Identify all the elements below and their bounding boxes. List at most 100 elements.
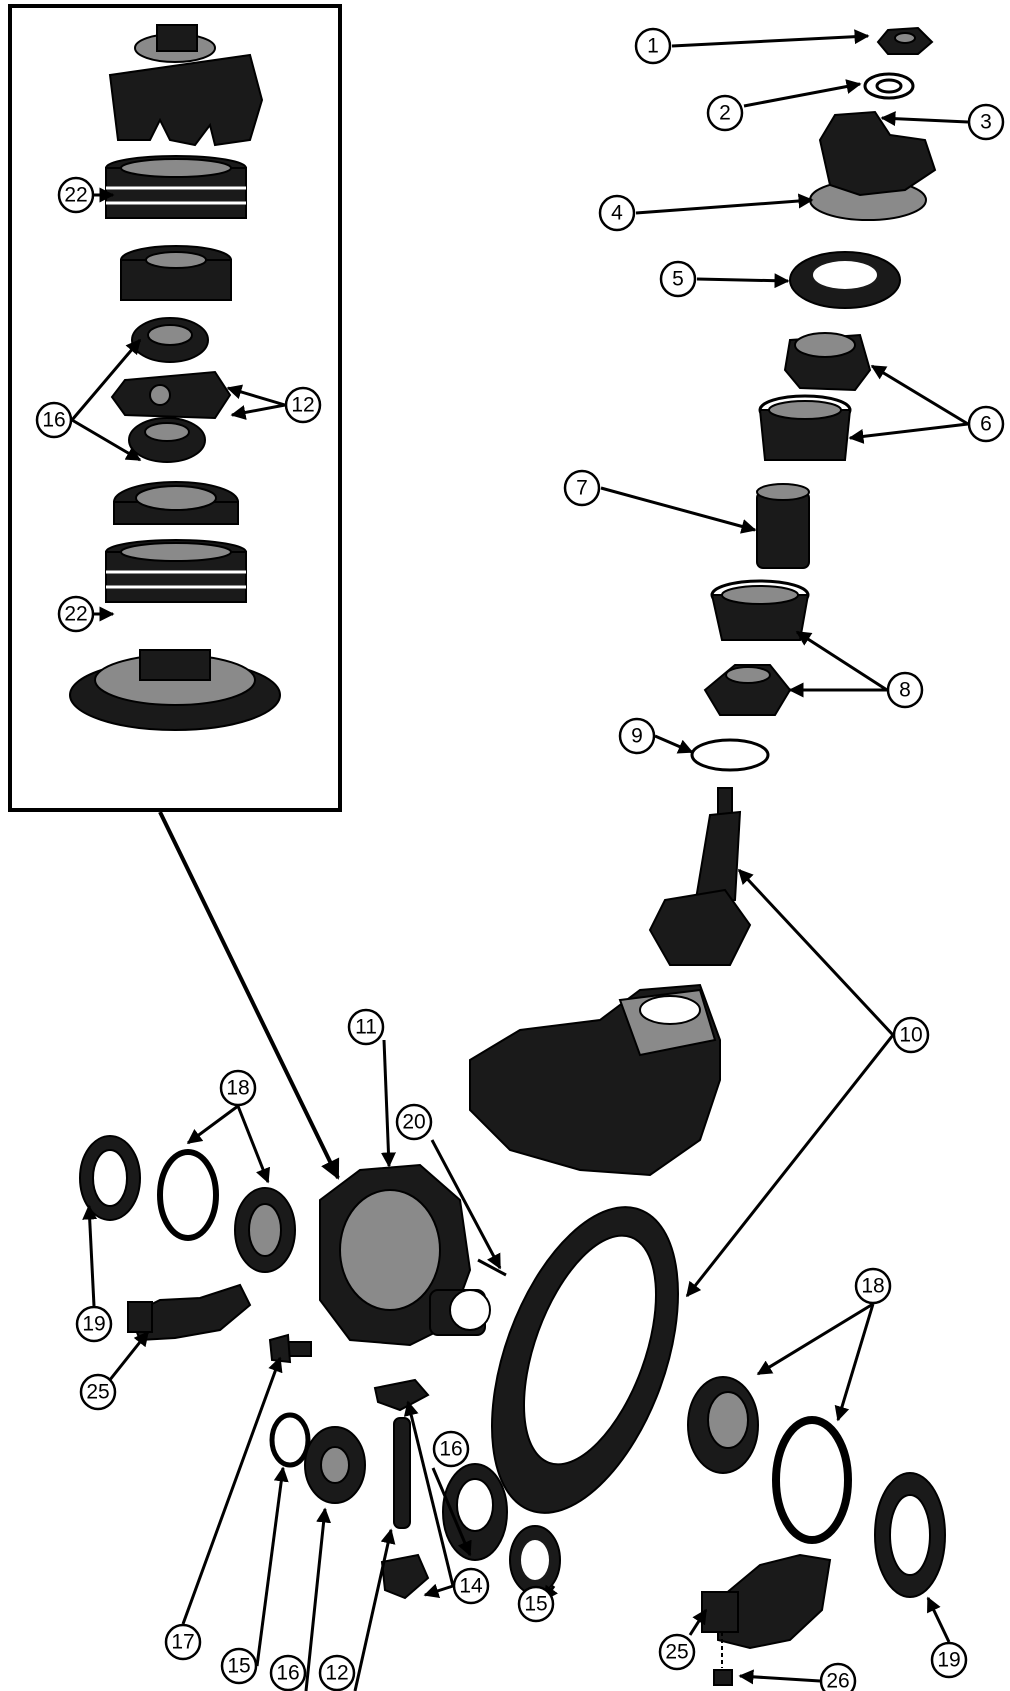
pinion-nut [876,26,934,55]
rear-pinion-bearing-cup [710,579,810,641]
callout-8: 8 [886,671,924,709]
carrier-housing [469,983,721,1177]
front-pinion-bearing-cone [783,332,872,392]
callout-2: 2 [706,94,744,132]
callout-18-right: 18 [854,1267,892,1305]
svg-text:22: 22 [64,184,87,207]
svg-text:15: 15 [227,1655,250,1678]
svg-text:6: 6 [980,413,992,436]
svg-text:26: 26 [826,1670,849,1691]
left-bearing-cup [157,1149,219,1241]
collapsible-spacer [756,483,810,569]
svg-text:8: 8 [899,679,911,702]
inset-side-gear-upper [131,317,209,363]
callout-12-lower: 12 [318,1654,356,1691]
callout-12-inset: 12 [284,386,322,424]
callout-5: 5 [659,260,697,298]
right-bearing-cone [687,1376,759,1474]
callout-22-lower: 22 [57,595,95,633]
svg-text:22: 22 [64,603,87,626]
svg-text:18: 18 [861,1275,884,1298]
lock-pin [477,1258,507,1277]
svg-text:4: 4 [611,202,623,225]
svg-text:12: 12 [291,394,314,417]
inset-side-gear-lower [128,417,206,463]
callout-26: 26 [819,1662,857,1691]
callout-9: 9 [618,717,656,755]
right-bearing-cap [701,1553,832,1650]
svg-text:18: 18 [226,1077,249,1100]
svg-text:20: 20 [402,1111,425,1134]
right-bearing-adjuster [874,1472,946,1598]
inset-clutch-pack-upper [105,155,247,219]
callout-11: 11 [347,1008,385,1046]
callout-20: 20 [395,1103,433,1141]
side-gear-right [442,1463,508,1561]
side-gear-thrust-washer-right [509,1525,561,1595]
rear-pinion-bearing-cone [703,664,792,716]
callout-16-inset: 16 [35,401,73,439]
pinion-shaft [393,1417,411,1529]
svg-text:3: 3 [980,111,992,134]
svg-text:15: 15 [524,1593,547,1616]
svg-text:10: 10 [899,1024,922,1047]
right-bearing-cup [772,1416,852,1544]
svg-text:1: 1 [647,35,659,58]
callout-6: 6 [967,405,1005,443]
svg-text:17: 17 [171,1631,194,1654]
inset-differential-case-top [108,24,264,147]
svg-text:19: 19 [82,1313,105,1336]
side-gear-left [304,1426,366,1504]
pinion-washer [863,72,915,100]
differential-case [319,1163,491,1347]
svg-text:9: 9 [631,725,643,748]
cap-bolt [713,1632,733,1686]
pinion-gear-lower [380,1553,430,1600]
left-bearing-cone [234,1187,296,1273]
inset-thrust-ring [113,481,239,525]
svg-text:16: 16 [42,409,65,432]
callout-1: 1 [634,27,672,65]
callout-18-left: 18 [219,1069,257,1107]
yoke [809,110,937,221]
side-gear-thrust-washer-left [269,1412,311,1468]
inset-differential-case-flange [69,649,281,731]
left-bearing-adjuster [79,1135,141,1221]
svg-text:25: 25 [665,1641,688,1664]
ring-gear-bolt [268,1333,312,1364]
svg-text:25: 25 [86,1381,109,1404]
callout-17: 17 [164,1623,202,1661]
callout-14: 14 [452,1567,490,1605]
inset-leader-arrow [158,811,340,1180]
callout-15-left: 15 [220,1647,258,1685]
callout-25-right: 25 [658,1633,696,1671]
ring-gear [491,1206,679,1514]
callout-3: 3 [967,103,1005,141]
drive-pinion [648,787,752,966]
oil-seal [789,251,901,309]
callout-7: 7 [563,469,601,507]
svg-text:11: 11 [355,1016,377,1039]
pinion-gear-upper [373,1378,430,1412]
svg-text:16: 16 [439,1438,462,1461]
svg-text:16: 16 [276,1662,299,1685]
svg-text:19: 19 [937,1649,960,1672]
svg-text:5: 5 [672,268,684,291]
pinion-shim [690,738,770,772]
svg-text:7: 7 [576,477,588,500]
inset-clutch-pack-lower [105,539,247,603]
svg-text:14: 14 [459,1575,483,1598]
inset-side-gear-ring [120,245,232,301]
front-pinion-bearing-cup [758,394,852,461]
callout-15-right: 15 [517,1585,555,1623]
callout-16-lower-left: 16 [269,1654,307,1691]
callout-19-left: 19 [75,1305,113,1343]
callout-19-right: 19 [930,1641,968,1679]
callout-10: 10 [892,1016,930,1054]
callout-4: 4 [598,194,636,232]
left-bearing-cap [127,1283,252,1342]
inset-pinion-cross [110,370,232,420]
callout-16-lower-right: 16 [432,1430,470,1468]
leader-arrows [70,29,969,1691]
svg-text:12: 12 [325,1662,348,1685]
